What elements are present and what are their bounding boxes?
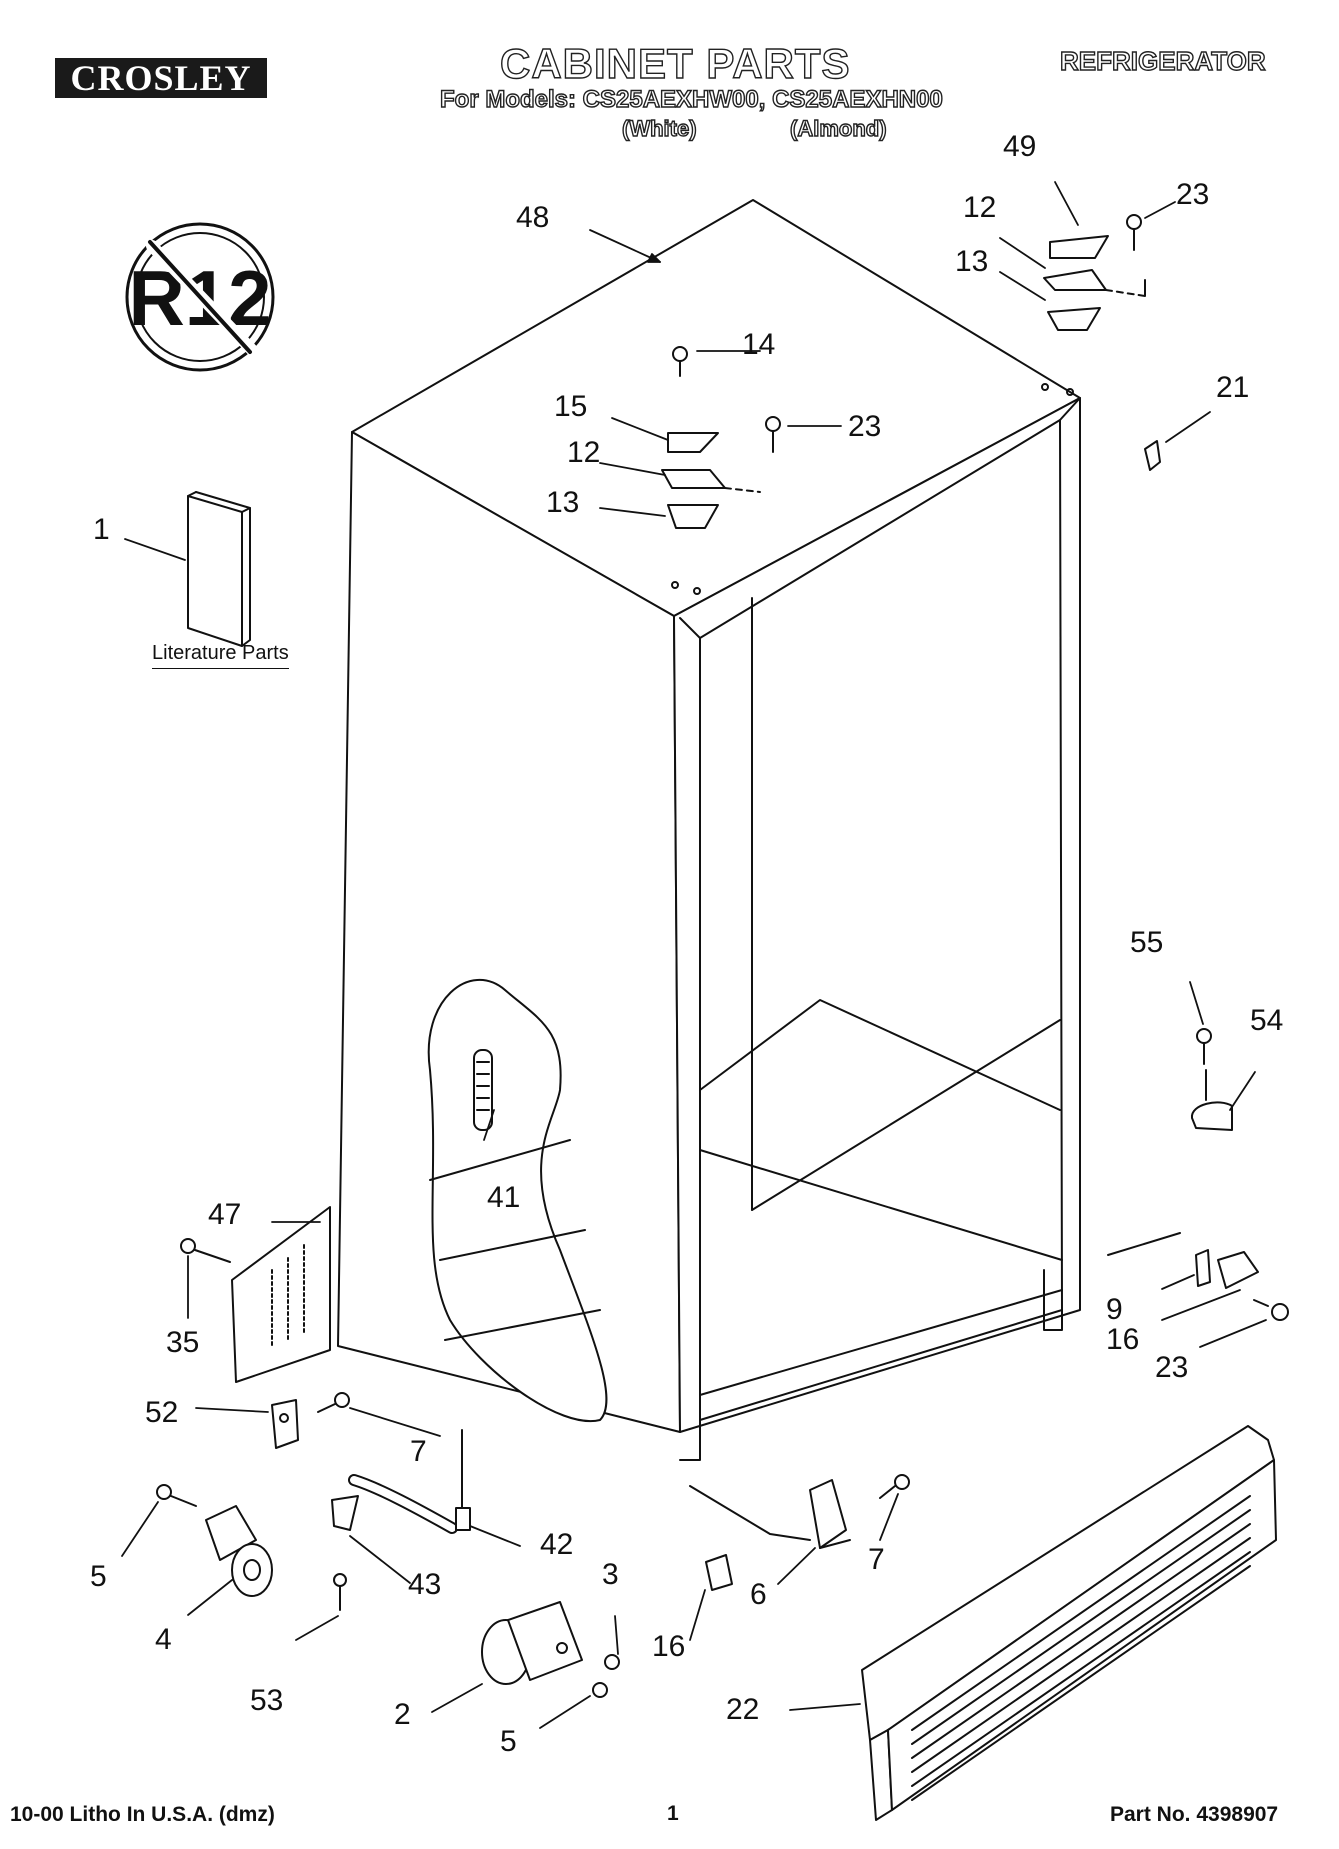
callout-7b: 7 bbox=[868, 1543, 885, 1576]
front-roller-right bbox=[481, 1601, 620, 1698]
part-21-clip bbox=[1144, 440, 1161, 471]
callout-5b: 5 bbox=[500, 1725, 517, 1758]
callout-54: 54 bbox=[1250, 1004, 1284, 1037]
callout-3: 3 bbox=[602, 1558, 619, 1591]
callout-15: 15 bbox=[554, 390, 588, 423]
footer-page-number: 1 bbox=[667, 1802, 679, 1825]
callout-41: 41 bbox=[487, 1181, 521, 1214]
callout-48: 48 bbox=[516, 201, 550, 234]
toe-grille bbox=[861, 1425, 1277, 1821]
literature-parts-label: Literature Parts bbox=[152, 642, 289, 669]
callout-42: 42 bbox=[540, 1528, 574, 1561]
part-54-bracket bbox=[1191, 1028, 1233, 1131]
callout-16b: 16 bbox=[652, 1630, 686, 1663]
callout-13a: 13 bbox=[546, 486, 580, 519]
no-r12-badge: R12 bbox=[125, 222, 275, 372]
callout-49: 49 bbox=[1003, 130, 1037, 163]
callout-55: 55 bbox=[1130, 926, 1164, 959]
right-bottom-bracket bbox=[1107, 1232, 1289, 1321]
callout-47: 47 bbox=[208, 1198, 242, 1231]
callout-16a: 16 bbox=[1106, 1323, 1140, 1356]
left-top-hinge bbox=[661, 346, 781, 595]
rear-access-panel bbox=[180, 1206, 331, 1383]
callout-52: 52 bbox=[145, 1396, 179, 1429]
callout-12a: 12 bbox=[567, 436, 601, 469]
page-title: CABINET PARTS bbox=[499, 39, 851, 87]
right-top-hinge bbox=[1041, 214, 1146, 396]
part-6-bracket bbox=[689, 1474, 910, 1591]
callout-2: 2 bbox=[394, 1698, 411, 1731]
brand-logo: CROSLEY bbox=[55, 58, 267, 98]
callout-14: 14 bbox=[742, 328, 776, 361]
callout-9: 9 bbox=[1106, 1293, 1123, 1326]
leader-arrows bbox=[121, 181, 1267, 1729]
callout-23a: 23 bbox=[1176, 178, 1210, 211]
footer-part-number: Part No. 4398907 bbox=[1110, 1803, 1279, 1826]
callout-23c: 23 bbox=[1155, 1351, 1189, 1384]
insulation-cutaway bbox=[427, 978, 608, 1423]
callout-35: 35 bbox=[166, 1326, 200, 1359]
callout-1: 1 bbox=[93, 513, 110, 546]
callout-23b: 23 bbox=[848, 410, 882, 443]
cabinet-shell bbox=[337, 199, 1081, 1461]
front-roller-left bbox=[156, 1484, 273, 1597]
callout-5a: 5 bbox=[90, 1560, 107, 1593]
color-white-label: (White) bbox=[621, 115, 697, 141]
callout-12b: 12 bbox=[963, 191, 997, 224]
color-almond-label: (Almond) bbox=[789, 115, 887, 141]
footer-print-info: 10-00 Litho In U.S.A. (dmz) bbox=[10, 1803, 275, 1826]
callout-7a: 7 bbox=[410, 1435, 427, 1468]
callout-22: 22 bbox=[726, 1693, 760, 1726]
appliance-label: REFRIGERATOR bbox=[1059, 45, 1266, 76]
part-52-bracket bbox=[271, 1392, 350, 1449]
callout-6: 6 bbox=[750, 1578, 767, 1611]
callout-43: 43 bbox=[408, 1568, 442, 1601]
callout-4: 4 bbox=[155, 1623, 172, 1656]
literature-book bbox=[187, 491, 251, 647]
drain-tube-assembly bbox=[331, 1429, 471, 1611]
models-line: For Models: CS25AEXHW00, CS25AEXHN00 bbox=[439, 85, 943, 113]
callout-13b: 13 bbox=[955, 245, 989, 278]
callout-53: 53 bbox=[250, 1684, 284, 1717]
callout-21: 21 bbox=[1216, 371, 1250, 404]
